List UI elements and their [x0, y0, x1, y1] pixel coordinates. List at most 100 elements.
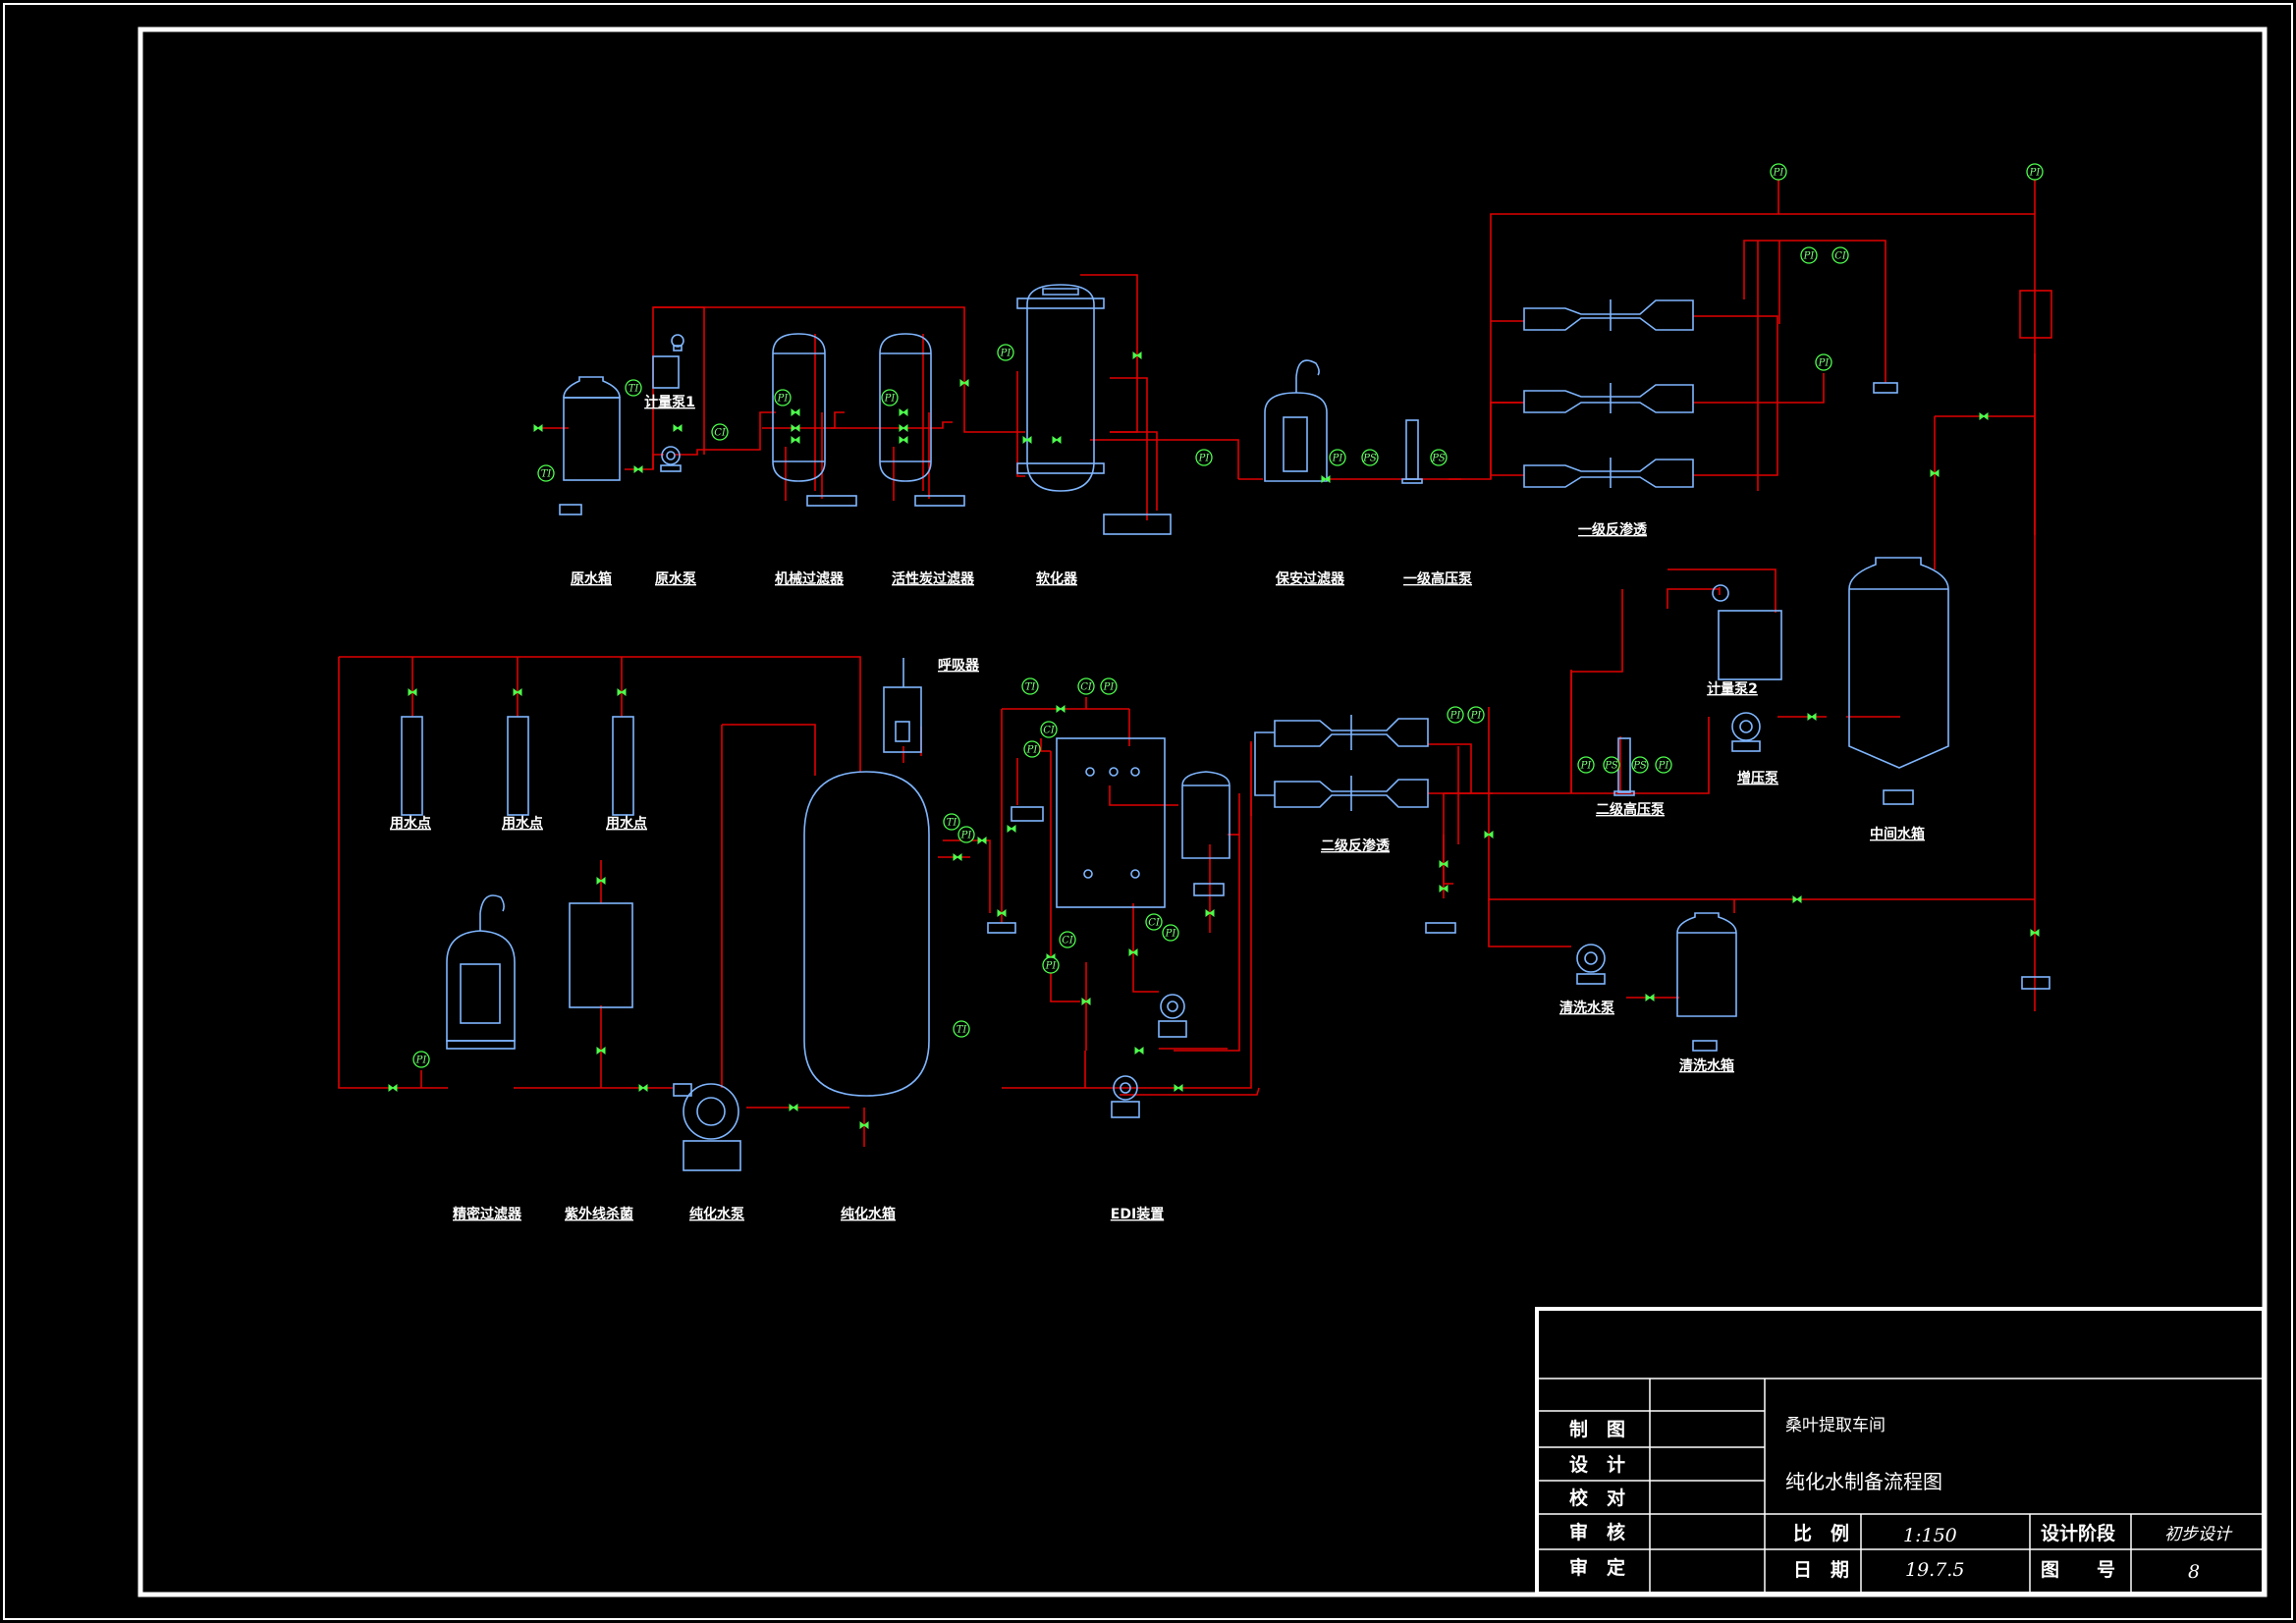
instrument-pi-4: PI [881, 389, 899, 406]
cleaning-pump-shape [1576, 944, 1606, 985]
instrument-pi-30: PI [1042, 956, 1060, 974]
use-point-1-shape [401, 716, 423, 816]
intermediate-tank-label: 中间水箱 [1870, 826, 1925, 842]
svg-text:PI: PI [1045, 961, 1058, 972]
svg-text:TI: TI [1025, 682, 1037, 693]
breather-label: 呼吸器 [938, 657, 980, 674]
instrument-pi-11: PI [2026, 163, 2044, 181]
metering-pump-1-label: 计量泵1 [644, 394, 695, 410]
svg-text:PI: PI [1000, 349, 1012, 359]
svg-text:PI: PI [1773, 168, 1785, 179]
instrument-pi-33: PI [412, 1051, 430, 1068]
purified-pump-label: 纯化水泵 [689, 1206, 744, 1222]
cleaning-tank-label: 清洗水箱 [1679, 1057, 1734, 1074]
instrument-ti-15: TI [1021, 677, 1039, 695]
metering-pump-2-label: 计量泵2 [1707, 680, 1758, 697]
instrument-ps-9: PS [1430, 449, 1448, 466]
svg-text:PI: PI [1658, 761, 1670, 772]
booster-pump-label: 增压泵 [1737, 770, 1778, 786]
svg-text:PI: PI [415, 1055, 428, 1066]
purified-tank-label: 纯化水箱 [841, 1206, 896, 1222]
instrument-ci-18: CI [1040, 721, 1058, 738]
uv-sterilizer-shape [569, 902, 633, 1008]
svg-text:CI: CI [1148, 918, 1161, 929]
hp-pump-1-shape [1401, 419, 1423, 484]
tb-row-drawn: 制 图 [1569, 1418, 1625, 1440]
tb-row-reviewed: 审 核 [1569, 1521, 1625, 1543]
instrument-pi-22: PI [1577, 756, 1595, 774]
tb-stage-label: 设计阶段 [2041, 1522, 2116, 1544]
svg-text:PS: PS [1362, 454, 1377, 464]
instrument-pi-7: PI [1329, 449, 1346, 466]
svg-text:PI: PI [1803, 251, 1816, 262]
tb-scale-value: 1:150 [1903, 1525, 1957, 1546]
instrument-pi-10: PI [1770, 163, 1787, 181]
tb-row-designed: 设 计 [1569, 1454, 1625, 1476]
tb-stage-value: 初步设计 [2164, 1525, 2233, 1544]
instrument-ps-24: PS [1631, 756, 1649, 774]
pipe-network [338, 172, 2036, 1147]
tb-date-label: 日 期 [1793, 1559, 1849, 1581]
instrument-pi-14: PI [1815, 353, 1832, 371]
tb-row-checked: 校 对 [1569, 1487, 1625, 1509]
metering-pump-1-shape [652, 334, 684, 389]
svg-text:CI: CI [1080, 682, 1093, 693]
instrument-pi-19: PI [1023, 740, 1041, 758]
instrument-pi-6: PI [1195, 449, 1213, 466]
instrument-pi-5: PI [997, 344, 1014, 361]
uv-sterilizer-label: 紫外线杀菌 [565, 1206, 633, 1222]
svg-text:PI: PI [1449, 711, 1462, 722]
svg-text:PI: PI [1103, 682, 1116, 693]
breather-shape [883, 658, 922, 753]
instrument-ci-31: CI [1145, 913, 1163, 931]
svg-text:PI: PI [777, 394, 790, 405]
equipment-shapes [401, 284, 2052, 1171]
booster-pump-shape [1731, 712, 1761, 752]
carbon-filter-label: 活性炭过滤器 [892, 570, 975, 587]
mechanical-filter-label: 机械过滤器 [775, 570, 845, 587]
purified-tank-shape [803, 771, 930, 1097]
edi-unit-shape [1056, 737, 1230, 908]
inner-border [137, 27, 2268, 1597]
edi-pumps [1111, 994, 1187, 1118]
tb-drawing-title: 纯化水制备流程图 [1785, 1470, 1942, 1493]
cleaning-tank-shape [1676, 912, 1737, 1052]
svg-text:PI: PI [884, 394, 897, 405]
ro-2-membranes [1254, 715, 1429, 811]
instrument-pi-3: PI [774, 389, 792, 406]
instrument-pi-17: PI [1100, 677, 1118, 695]
tb-drawing-no-value: 8 [2188, 1561, 2200, 1583]
equipment-labels: 原水箱原水泵计量泵1机械过滤器活性炭过滤器软化器保安过滤器一级高压泵一级反渗透计… [390, 394, 1925, 1222]
instrument-pi-25: PI [1655, 756, 1672, 774]
tb-row-approved: 审 定 [1569, 1556, 1625, 1579]
svg-text:PI: PI [960, 831, 973, 841]
raw-water-tank-shape [559, 376, 621, 515]
softener-shape [1016, 284, 1172, 535]
precision-filter-label: 精密过滤器 [453, 1206, 522, 1222]
hp-pump-1-label: 一级高压泵 [1403, 570, 1472, 587]
svg-text:PI: PI [1580, 761, 1593, 772]
tb-scale-label: 比 例 [1793, 1522, 1849, 1544]
instrument-ti-0: TI [625, 379, 642, 397]
svg-text:PI: PI [1165, 929, 1177, 940]
ro-1-label: 一级反渗透 [1578, 521, 1648, 538]
instrument-pi-20: PI [1447, 706, 1464, 724]
svg-text:PI: PI [2029, 168, 2042, 179]
ro-2-label: 二级反渗透 [1321, 838, 1391, 854]
svg-text:TI: TI [541, 469, 553, 480]
svg-text:CI: CI [1062, 936, 1074, 947]
use-point-3-shape [612, 716, 634, 816]
svg-text:PI: PI [1818, 358, 1831, 369]
tb-date-value: 19.7.5 [1905, 1559, 1964, 1581]
instrument-ps-23: PS [1603, 756, 1620, 774]
svg-text:TI: TI [947, 818, 958, 829]
outer-border [3, 3, 2293, 1620]
instrument-pi-21: PI [1467, 706, 1485, 724]
svg-text:PS: PS [1431, 454, 1446, 464]
cleaning-pump-label: 清洗水泵 [1559, 1000, 1614, 1016]
svg-text:PI: PI [1470, 711, 1483, 722]
softener-label: 软化器 [1036, 570, 1078, 587]
security-filter-shape [1264, 359, 1328, 482]
